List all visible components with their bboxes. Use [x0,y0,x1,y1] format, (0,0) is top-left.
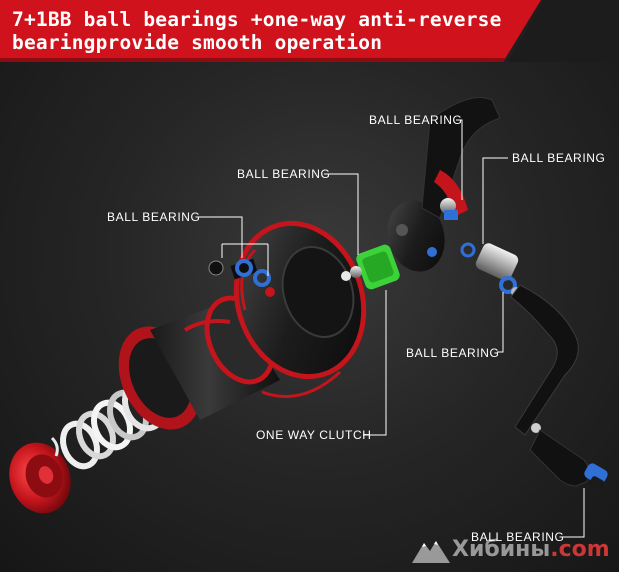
callout-ball-bearing-right-mid: BALL BEARING [406,346,500,360]
callout-leader-lines [196,119,585,538]
headline-line-2: bearingprovide smooth operation [12,31,383,54]
ball-bearing-left-pair [208,259,275,297]
spool-drag-knob [9,442,71,514]
watermark-suffix: .com [550,537,610,562]
watermark-brand: Хибины [452,537,551,562]
callout-ball-bearing-handle: BALL BEARING [369,113,463,127]
one-way-clutch [341,244,400,290]
handle-knob [529,429,608,490]
watermark: Хибины.com [412,535,612,567]
callout-ball-bearing-knob: BALL BEARING [471,530,565,544]
headline-line-1: 7+1BB ball bearings +one-way anti-revers… [12,8,502,31]
mountain-logo-icon [412,541,450,563]
callout-ball-bearing-center: BALL BEARING [237,167,331,181]
header-banner [0,0,619,62]
callout-ball-bearing-right-top: BALL BEARING [512,151,606,165]
gear-housing [387,200,445,272]
watermark-text: Хибины.com [452,539,610,561]
callout-ball-bearing-left: BALL BEARING [107,210,201,224]
reel-handle-arm [510,284,579,436]
main-shaft-bearings [460,242,521,297]
reel-handle-top [421,97,501,220]
callout-one-way-clutch: ONE WAY CLUTCH [256,428,372,442]
